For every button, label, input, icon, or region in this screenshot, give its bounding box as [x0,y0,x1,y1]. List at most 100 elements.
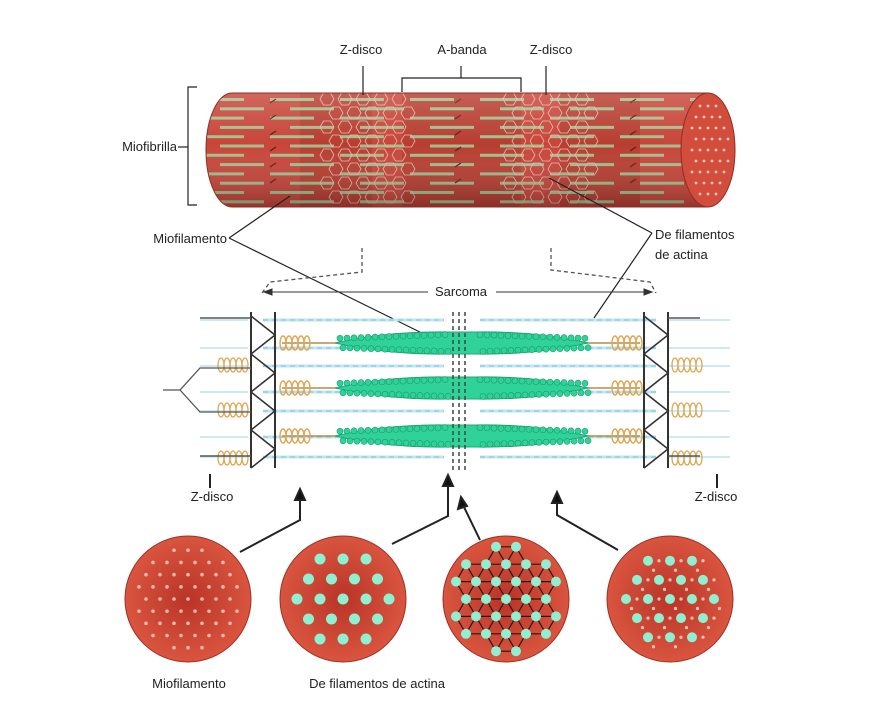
myosin-head [570,389,578,397]
myosin-head [490,376,498,384]
thin-filament-dot [673,568,678,572]
filament-dot [165,560,169,565]
a-band-label: A-banda [437,42,487,57]
myosin-head [378,333,386,341]
myosin-head [346,344,354,352]
myosin-head [434,331,442,339]
filament-dot [501,628,511,639]
myosin-head [441,331,449,338]
myosin-head [483,376,491,384]
myosin-head [388,439,396,446]
myosin-head [556,390,564,397]
filament-dot [632,613,642,624]
filament-dot [621,594,631,604]
filament-dot [193,633,197,638]
filament-dot [228,572,232,577]
thin-filament-dot [712,616,716,620]
titin-spring [635,335,643,351]
myosin-head [486,347,494,355]
thin-filament-dot [706,626,711,630]
myosin-head [493,392,501,400]
myosin-head [423,392,431,399]
end-face-dot [706,192,710,196]
end-face-dot [694,159,698,163]
filament-dot [235,585,239,589]
end-face-dot [694,181,698,185]
myosin-head [511,377,519,385]
myosin-head [374,438,382,446]
filament-dot [186,621,190,626]
filament-dot [221,609,225,613]
filament-dot [531,611,541,622]
end-face-dot [718,159,722,163]
filament-dot [643,594,653,604]
filament-dot [137,609,141,613]
end-face-dot [698,148,702,152]
filament-dot [541,559,551,570]
filament-dot [144,572,148,577]
myosin-head [539,426,547,434]
myosin-head [381,390,389,398]
myosin-head [399,377,407,385]
myosin-head [500,392,508,399]
myosin-head [385,426,393,433]
myosin-head [584,389,592,396]
filament-dot [372,573,383,585]
myosin-head [518,425,526,433]
myosin-head [406,377,414,385]
myosin-head [430,392,438,400]
filament-dot [235,609,239,613]
outer-strand [179,389,251,413]
filament-dot [687,632,697,643]
filament-dot [172,548,176,553]
myosin-head [581,428,589,435]
filament-dot [698,613,708,624]
filament-dot [291,593,303,605]
myosin-head [399,425,407,433]
end-face-dot [714,170,718,174]
outer-strand [163,367,251,391]
filament-dot [360,633,372,645]
filament-dot [360,593,372,605]
myosin-head [574,379,582,387]
filament-dot [186,597,190,601]
filament-dot [207,560,211,565]
filament-dot [521,559,531,570]
filament-dot [349,573,360,585]
thin-filament-dot [695,606,700,611]
myosin-head [563,345,571,352]
myosin-head [497,425,505,432]
end-face-dot [714,104,718,108]
myosin-head [535,346,543,353]
myosin-head [371,378,379,386]
end-face-dot [714,126,718,130]
filament-dot [200,597,204,601]
end-face-dot [718,181,722,185]
myosin-head [388,391,396,398]
myosin-head [409,439,417,447]
myosin-head [385,333,393,340]
filament-dot [193,585,197,589]
filament-dot [665,632,675,643]
end-face-dot [718,137,722,141]
myosin-head [570,344,578,352]
myosin-head [444,441,452,448]
myosin-head [374,390,382,398]
thin-filament-dot [679,635,683,639]
myosin-head [525,426,533,433]
myosin-head [490,331,498,339]
myosin-head [535,439,543,446]
thin-filament-dot [679,597,683,601]
myosin-head [577,344,585,352]
actin-filaments-label-top: De filamentos de actina [655,227,735,262]
myosin-head [423,347,431,354]
adjacent-titin-spring [241,450,249,466]
myosin-head [476,376,484,383]
myosin-head [357,427,365,434]
filament-dot [349,613,360,625]
cross-section-content [451,541,561,657]
adjacent-titin-spring [695,402,703,418]
myosin-head [416,392,424,399]
myosin-head [539,378,547,386]
filament-dot [461,559,471,570]
